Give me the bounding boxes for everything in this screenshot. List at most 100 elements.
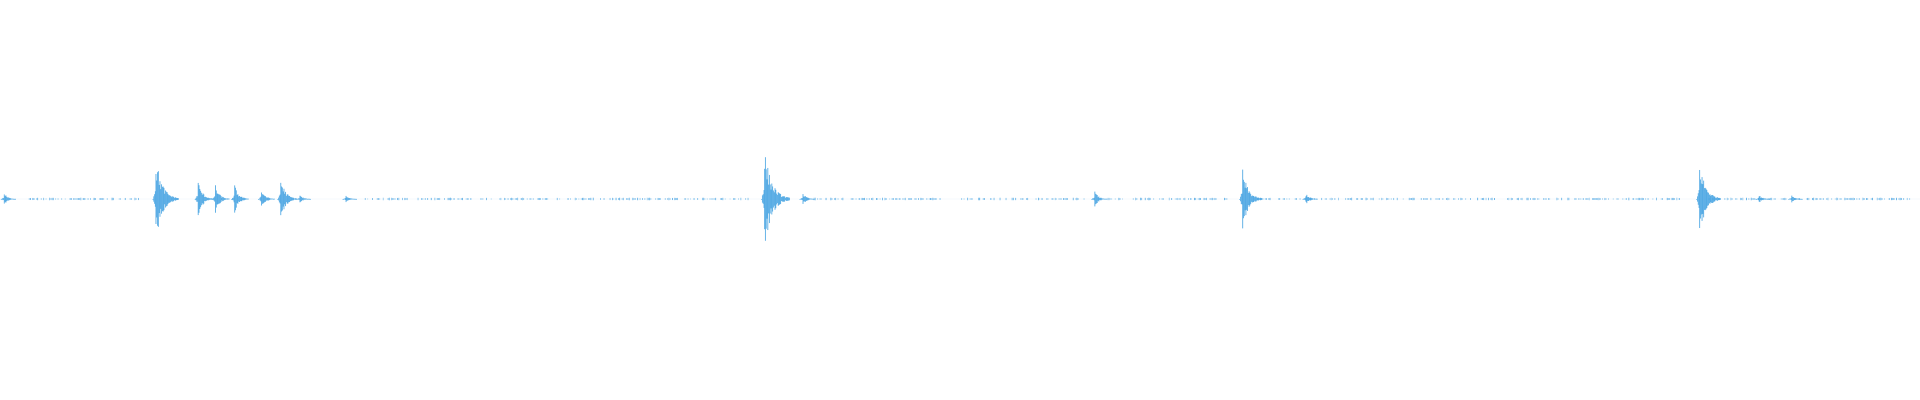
waveform-sample bbox=[1108, 197, 1110, 201]
waveform-sample bbox=[1194, 197, 1195, 201]
waveform-sample bbox=[1771, 197, 1773, 201]
waveform-peak bbox=[343, 198, 345, 200]
waveform-sample bbox=[537, 198, 539, 200]
waveform-sample bbox=[1534, 198, 1536, 200]
waveform-peak bbox=[778, 193, 780, 205]
waveform-sample bbox=[1176, 198, 1177, 200]
waveform-sample bbox=[490, 198, 492, 200]
waveform-peak bbox=[1254, 197, 1256, 201]
waveform-sample bbox=[967, 197, 969, 201]
waveform-sample bbox=[1330, 197, 1332, 201]
waveform-sample bbox=[1063, 198, 1065, 200]
waveform-sample bbox=[1454, 198, 1456, 200]
waveform-peak bbox=[1311, 198, 1313, 200]
waveform-peak bbox=[1713, 196, 1715, 202]
waveform-sample bbox=[1724, 198, 1726, 200]
waveform-sample bbox=[1530, 198, 1531, 200]
waveform-peak bbox=[207, 198, 209, 200]
waveform-peak bbox=[265, 197, 267, 201]
waveform-sample bbox=[1179, 197, 1181, 201]
waveform-sample bbox=[1183, 198, 1185, 200]
waveform-sample bbox=[1458, 198, 1459, 200]
waveform-sample bbox=[903, 198, 905, 200]
waveform-sample bbox=[1784, 197, 1786, 201]
waveform-peak bbox=[282, 191, 284, 207]
waveform-peak bbox=[247, 198, 248, 200]
waveform-sample bbox=[1782, 198, 1783, 200]
waveform-sample bbox=[1039, 198, 1041, 200]
waveform-peak bbox=[215, 185, 216, 213]
waveform-sample bbox=[1378, 198, 1380, 200]
waveform-peak bbox=[272, 198, 274, 200]
waveform-peak bbox=[762, 194, 764, 204]
waveform-sample bbox=[855, 198, 857, 200]
waveform-sample bbox=[1854, 198, 1855, 200]
waveform-peak bbox=[1095, 193, 1097, 205]
waveform-sample bbox=[1177, 197, 1179, 201]
waveform-peak bbox=[1247, 192, 1249, 206]
waveform-sample bbox=[1668, 198, 1669, 200]
waveform-peak bbox=[206, 197, 208, 201]
waveform-sample bbox=[1448, 197, 1450, 201]
waveform-sample bbox=[106, 198, 108, 200]
waveform-sample bbox=[1284, 198, 1285, 200]
waveform-peak bbox=[1098, 196, 1100, 202]
waveform-sample bbox=[1174, 198, 1176, 200]
waveform-sample bbox=[830, 197, 832, 201]
waveform-sample bbox=[1077, 198, 1079, 200]
waveform-peak bbox=[273, 198, 275, 200]
waveform-peak bbox=[1103, 198, 1105, 200]
waveform-sample bbox=[523, 197, 525, 201]
waveform-peak bbox=[285, 195, 287, 203]
waveform-sample bbox=[1083, 198, 1085, 200]
waveform-sample bbox=[1593, 198, 1595, 200]
waveform-sample bbox=[559, 198, 561, 200]
waveform-sample bbox=[619, 197, 621, 201]
waveform-sample bbox=[1424, 198, 1426, 200]
waveform-sample bbox=[1635, 198, 1637, 200]
waveform-peak bbox=[1094, 191, 1096, 207]
waveform-sample bbox=[567, 198, 569, 200]
waveform-sample bbox=[1678, 198, 1680, 200]
waveform-sample bbox=[1839, 198, 1841, 200]
waveform-peak bbox=[240, 196, 242, 202]
waveform-sample bbox=[444, 198, 445, 200]
waveform-peak bbox=[1790, 198, 1792, 200]
waveform-sample bbox=[984, 198, 985, 200]
waveform-peak bbox=[786, 197, 788, 201]
waveform-sample bbox=[393, 198, 395, 200]
waveform-peak bbox=[239, 196, 241, 202]
waveform-peak bbox=[15, 198, 16, 200]
waveform-sample bbox=[1568, 197, 1570, 201]
waveform-peak bbox=[293, 197, 295, 201]
waveform-sample bbox=[118, 198, 120, 200]
waveform-sample bbox=[1866, 198, 1867, 200]
waveform-peak bbox=[1767, 198, 1769, 200]
waveform-sample bbox=[70, 198, 72, 200]
waveform-peak bbox=[212, 198, 214, 200]
waveform-peak bbox=[1798, 198, 1800, 200]
waveform-sample bbox=[1324, 198, 1326, 200]
waveform-peak bbox=[0, 199, 2, 200]
waveform-peak bbox=[219, 194, 220, 204]
waveform-peak bbox=[172, 196, 174, 202]
waveform-sample bbox=[1382, 198, 1384, 200]
waveform-sample bbox=[422, 198, 424, 200]
waveform-sample bbox=[526, 198, 528, 200]
waveform-sample bbox=[394, 198, 396, 200]
waveform-peak bbox=[803, 196, 805, 202]
waveform-peak bbox=[176, 197, 178, 201]
waveform-sample bbox=[1812, 197, 1813, 201]
waveform-sample bbox=[697, 198, 699, 200]
waveform-peak bbox=[1093, 198, 1094, 200]
waveform-sample bbox=[1425, 198, 1427, 200]
waveform-sample bbox=[499, 198, 501, 200]
waveform-sample bbox=[669, 198, 671, 200]
waveform-sample bbox=[1059, 198, 1061, 200]
waveform-peak bbox=[197, 196, 199, 202]
waveform-sample bbox=[1780, 198, 1782, 200]
waveform-sample bbox=[73, 198, 75, 200]
waveform-sample bbox=[61, 198, 63, 200]
waveform-peak bbox=[1260, 198, 1262, 200]
waveform-sample bbox=[1746, 197, 1747, 201]
